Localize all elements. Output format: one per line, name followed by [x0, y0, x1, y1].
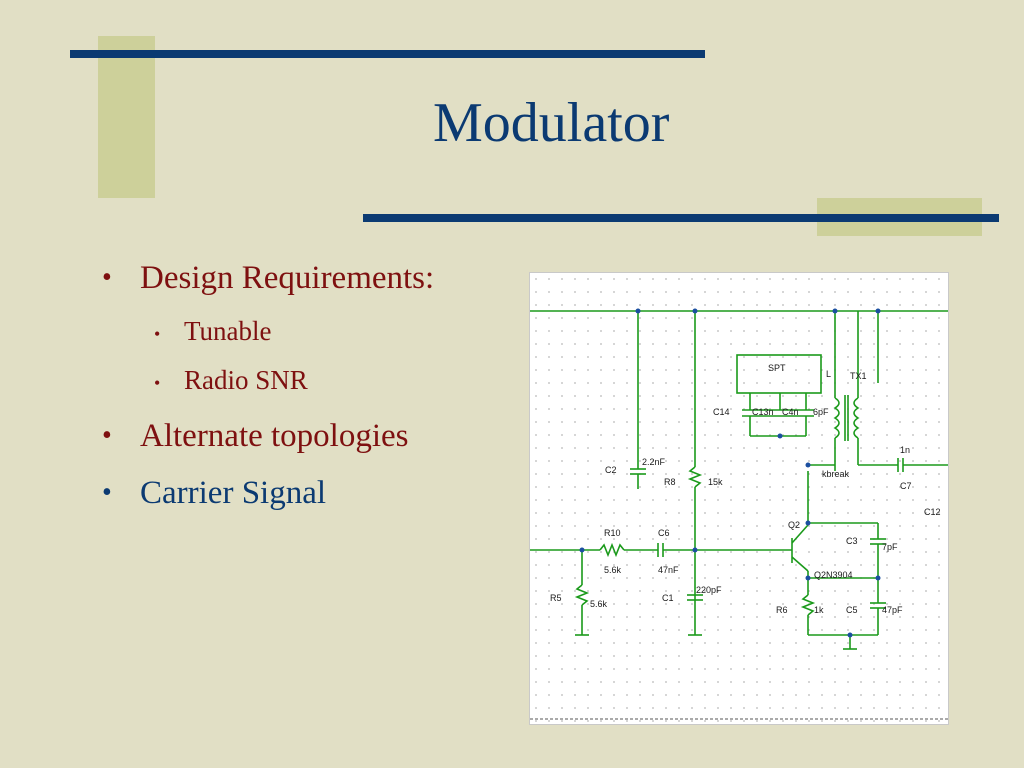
slide-title: Modulator [433, 92, 670, 154]
bullet-text: Carrier Signal [140, 475, 327, 511]
bullet-text: Radio SNR [184, 365, 308, 395]
bullet-item: • Design Requirements: [102, 260, 435, 296]
q2-collector [791, 524, 809, 544]
label-c14: C14 [713, 407, 730, 417]
label-r8: R8 [664, 477, 676, 487]
label-c4n: C4n [782, 407, 799, 417]
label-r5: R5 [550, 593, 562, 603]
sub-bullet-item: • Radio SNR [154, 365, 308, 395]
junction-dot [847, 632, 853, 638]
bullet-marker: • [102, 477, 112, 508]
bullet-text: Tunable [184, 316, 272, 346]
label-l: L [826, 369, 831, 379]
bullet-item: • Carrier Signal [102, 475, 327, 511]
label-c7: C7 [900, 481, 912, 491]
junction-dot [777, 433, 783, 439]
label-6pf: 6pF [813, 407, 829, 417]
label-c6-value: 47nF [658, 565, 679, 575]
label-r5-value: 5.6k [590, 599, 608, 609]
bullet-marker: • [154, 373, 161, 393]
label-c2-value: 2.2nF [642, 457, 666, 467]
q2-emitter [791, 556, 809, 572]
label-q2-model: Q2N3904 [814, 570, 853, 580]
sub-bullet-item: • Tunable [154, 316, 272, 346]
label-c6: C6 [658, 528, 670, 538]
label-r8-value: 15k [708, 477, 723, 487]
label-c12: C12 [924, 507, 941, 517]
junction-dot [875, 308, 881, 314]
junction-dot [805, 520, 811, 526]
label-c13n: C13n [752, 407, 774, 417]
label-c2: C2 [605, 465, 617, 475]
circuit-schematic: SPT L TX1 C14 C13n C4n 6pF kbreak 1n C7 … [529, 272, 949, 725]
label-kbreak: kbreak [822, 469, 850, 479]
label-q2: Q2 [788, 520, 800, 530]
r8-resistor [687, 466, 703, 488]
junction-dot [875, 575, 881, 581]
label-tx1: TX1 [850, 371, 867, 381]
bullet-marker: • [102, 420, 112, 451]
decorative-top-line [70, 50, 705, 58]
label-1n: 1n [900, 445, 910, 455]
junction-dot [579, 547, 585, 553]
junction-dot [832, 308, 838, 314]
junction-dot [692, 308, 698, 314]
grid-background [530, 273, 948, 724]
decorative-bottom-line [363, 214, 999, 222]
schematic-drawing: SPT L TX1 C14 C13n C4n 6pF kbreak 1n C7 … [530, 273, 948, 724]
label-r10-value: 5.6k [604, 565, 622, 575]
bullet-text: Alternate topologies [140, 418, 409, 454]
junction-dot [805, 462, 811, 468]
r10-resistor [599, 542, 625, 558]
tx1-secondary-coil [853, 397, 860, 439]
junction-dot [692, 547, 698, 553]
label-c5: C5 [846, 605, 858, 615]
label-c5-value: 47pF [882, 605, 903, 615]
decorative-vertical-bar [98, 36, 155, 198]
bullet-text: Design Requirements: [140, 260, 435, 296]
label-spt: SPT [768, 363, 786, 373]
r5-resistor [574, 584, 590, 606]
bullet-marker: • [154, 324, 161, 344]
r6-resistor [800, 594, 816, 616]
label-r6-value: 1k [814, 605, 824, 615]
bullet-item: • Alternate topologies [102, 418, 409, 454]
label-r10: R10 [604, 528, 621, 538]
junction-dot [635, 308, 641, 314]
label-c1: C1 [662, 593, 674, 603]
tx1-primary-coil [833, 397, 840, 439]
label-c1-value: 220pF [696, 585, 722, 595]
bullet-marker: • [102, 262, 112, 293]
spt-block [736, 354, 822, 394]
label-c3: C3 [846, 536, 858, 546]
label-c3-value: 7pF [882, 542, 898, 552]
junction-dot [805, 575, 811, 581]
label-r6: R6 [776, 605, 788, 615]
